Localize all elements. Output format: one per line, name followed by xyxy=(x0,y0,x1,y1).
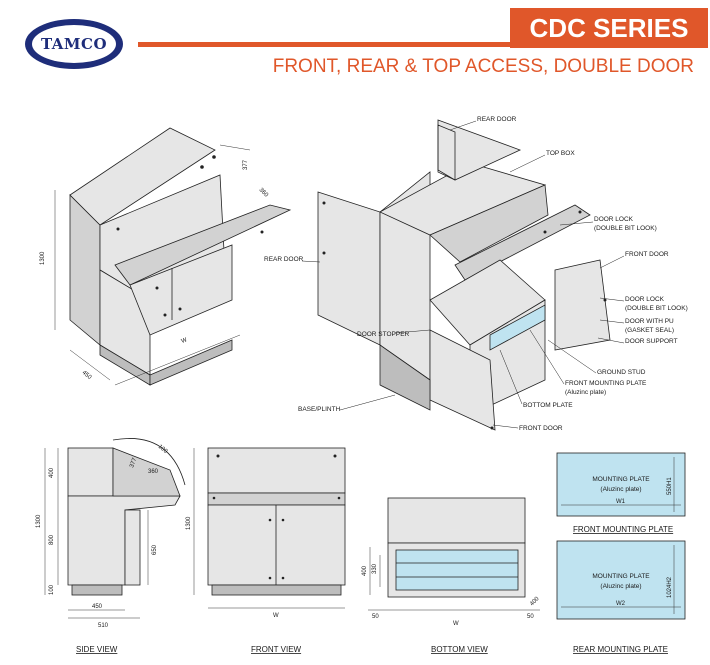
callout-door-lock-top-sub: (DOUBLE BIT LOOK) xyxy=(594,225,657,232)
front-view: 1300 W FRONT VIEW xyxy=(186,447,346,654)
callout-front-door-right: FRONT DOOR xyxy=(625,251,669,258)
bottom-view-caption: BOTTOM VIEW xyxy=(431,645,488,654)
iso-top xyxy=(69,127,216,226)
series-title: CDC SERIES xyxy=(510,8,708,48)
rmp-width: W2 xyxy=(616,601,626,607)
iso-lower-doors xyxy=(129,244,233,336)
side-dim-depth: 450 xyxy=(92,604,103,610)
bottom-dim-width: W xyxy=(453,621,459,627)
callout-front-mounting-plate: FRONT MOUNTING PLATE xyxy=(565,380,647,387)
side-dim-top: 377 xyxy=(129,457,138,469)
header-rule xyxy=(138,42,510,47)
iso-width-dim: W xyxy=(181,337,189,345)
callout-door-lock-top: DOOR LOCK xyxy=(594,216,634,223)
side-dim-top-depth: 360 xyxy=(148,469,159,475)
callout-front-door-bottom: FRONT DOOR xyxy=(519,425,563,432)
bottom-view: 400 330 50 W 50 400 BOTTOM VIEW xyxy=(362,497,541,654)
iso-top-depth-dim: 360 xyxy=(258,187,270,199)
callout-door-stopper: DOOR STOPPER xyxy=(357,331,410,338)
rmp-height: 1024H2 xyxy=(667,576,673,598)
callout-door-support: DOOR SUPPORT xyxy=(625,338,678,345)
side-dim-overall-depth: 510 xyxy=(98,623,109,629)
iso-cabinet-left: 1300 377 360 450 W xyxy=(40,127,292,386)
side-view: 400 1300 800 100 650 450 510 377 360 100… xyxy=(36,438,186,654)
iso-top-dim: 377 xyxy=(243,159,249,170)
rmp-title: MOUNTING PLATE xyxy=(592,573,650,580)
bottom-dim-outer: 400 xyxy=(362,565,368,576)
tamco-logo: TAMCO xyxy=(25,19,123,69)
front-dim-height: 1300 xyxy=(186,516,192,530)
bottom-dim-right: 50 xyxy=(527,614,534,620)
front-dim-width: W xyxy=(273,613,279,619)
callout-front-mounting-plate-sub: (Aluzinc plate) xyxy=(565,389,606,396)
callout-door-lock-mid-sub: (DOUBLE BIT LOOK) xyxy=(625,305,688,312)
bottom-dim-corner: 400 xyxy=(529,596,541,608)
side-dim-total: 1300 xyxy=(36,514,42,528)
side-dim-middle: 800 xyxy=(49,534,55,545)
fmp-sub: (Aluzinc plate) xyxy=(600,486,641,493)
logo-text: TAMCO xyxy=(40,35,108,53)
callout-rear-door-left: REAR DOOR xyxy=(264,256,304,263)
callout-bottom-plate: BOTTOM PLATE xyxy=(523,402,573,409)
side-dim-inner: 650 xyxy=(152,544,158,555)
iso-height-dim: 1300 xyxy=(40,251,46,265)
page-subtitle: FRONT, REAR & TOP ACCESS, DOUBLE DOOR xyxy=(272,56,694,77)
callout-base-plinth: BASE/PLINTH xyxy=(298,406,341,413)
rmp-sub: (Aluzinc plate) xyxy=(600,583,641,590)
callout-ground-stud: GROUND STUD xyxy=(597,369,646,376)
callout-door-lock-mid: DOOR LOCK xyxy=(625,296,665,303)
side-dim-base: 100 xyxy=(49,584,55,595)
side-dim-angle: 100 xyxy=(157,444,169,455)
front-view-caption: FRONT VIEW xyxy=(251,645,302,654)
bottom-dim-left: 50 xyxy=(372,614,379,620)
callout-rear-door-top: REAR DOOR xyxy=(477,116,517,123)
fmp-width: W1 xyxy=(616,499,626,505)
iso-depth-dim: 450 xyxy=(81,370,93,381)
side-view-caption: SIDE VIEW xyxy=(76,645,118,654)
fmp-height: 550H1 xyxy=(667,477,673,495)
iso-exploded xyxy=(317,119,611,431)
callout-door-with-pu: DOOR WITH PU xyxy=(625,318,674,325)
side-dim-upper: 400 xyxy=(49,467,55,478)
rear-mounting-plate-drawing: MOUNTING PLATE (Aluzinc plate) W2 1024H2… xyxy=(556,540,686,654)
iso-desk xyxy=(114,204,292,286)
front-mounting-plate-drawing: MOUNTING PLATE (Aluzinc plate) W1 550H1 … xyxy=(556,452,686,534)
exploded-callouts: REAR DOOR TOP BOX DOOR LOCK (DOUBLE BIT … xyxy=(264,116,688,432)
bottom-dim-inner: 330 xyxy=(372,563,378,574)
fmp-title: MOUNTING PLATE xyxy=(592,476,650,483)
callout-top-box: TOP BOX xyxy=(546,150,575,157)
callout-door-with-pu-sub: (GASKET SEAL) xyxy=(625,327,674,334)
front-mounting-plate-caption: FRONT MOUNTING PLATE xyxy=(573,525,673,534)
rear-mounting-plate-caption: REAR MOUNTING PLATE xyxy=(573,645,668,654)
